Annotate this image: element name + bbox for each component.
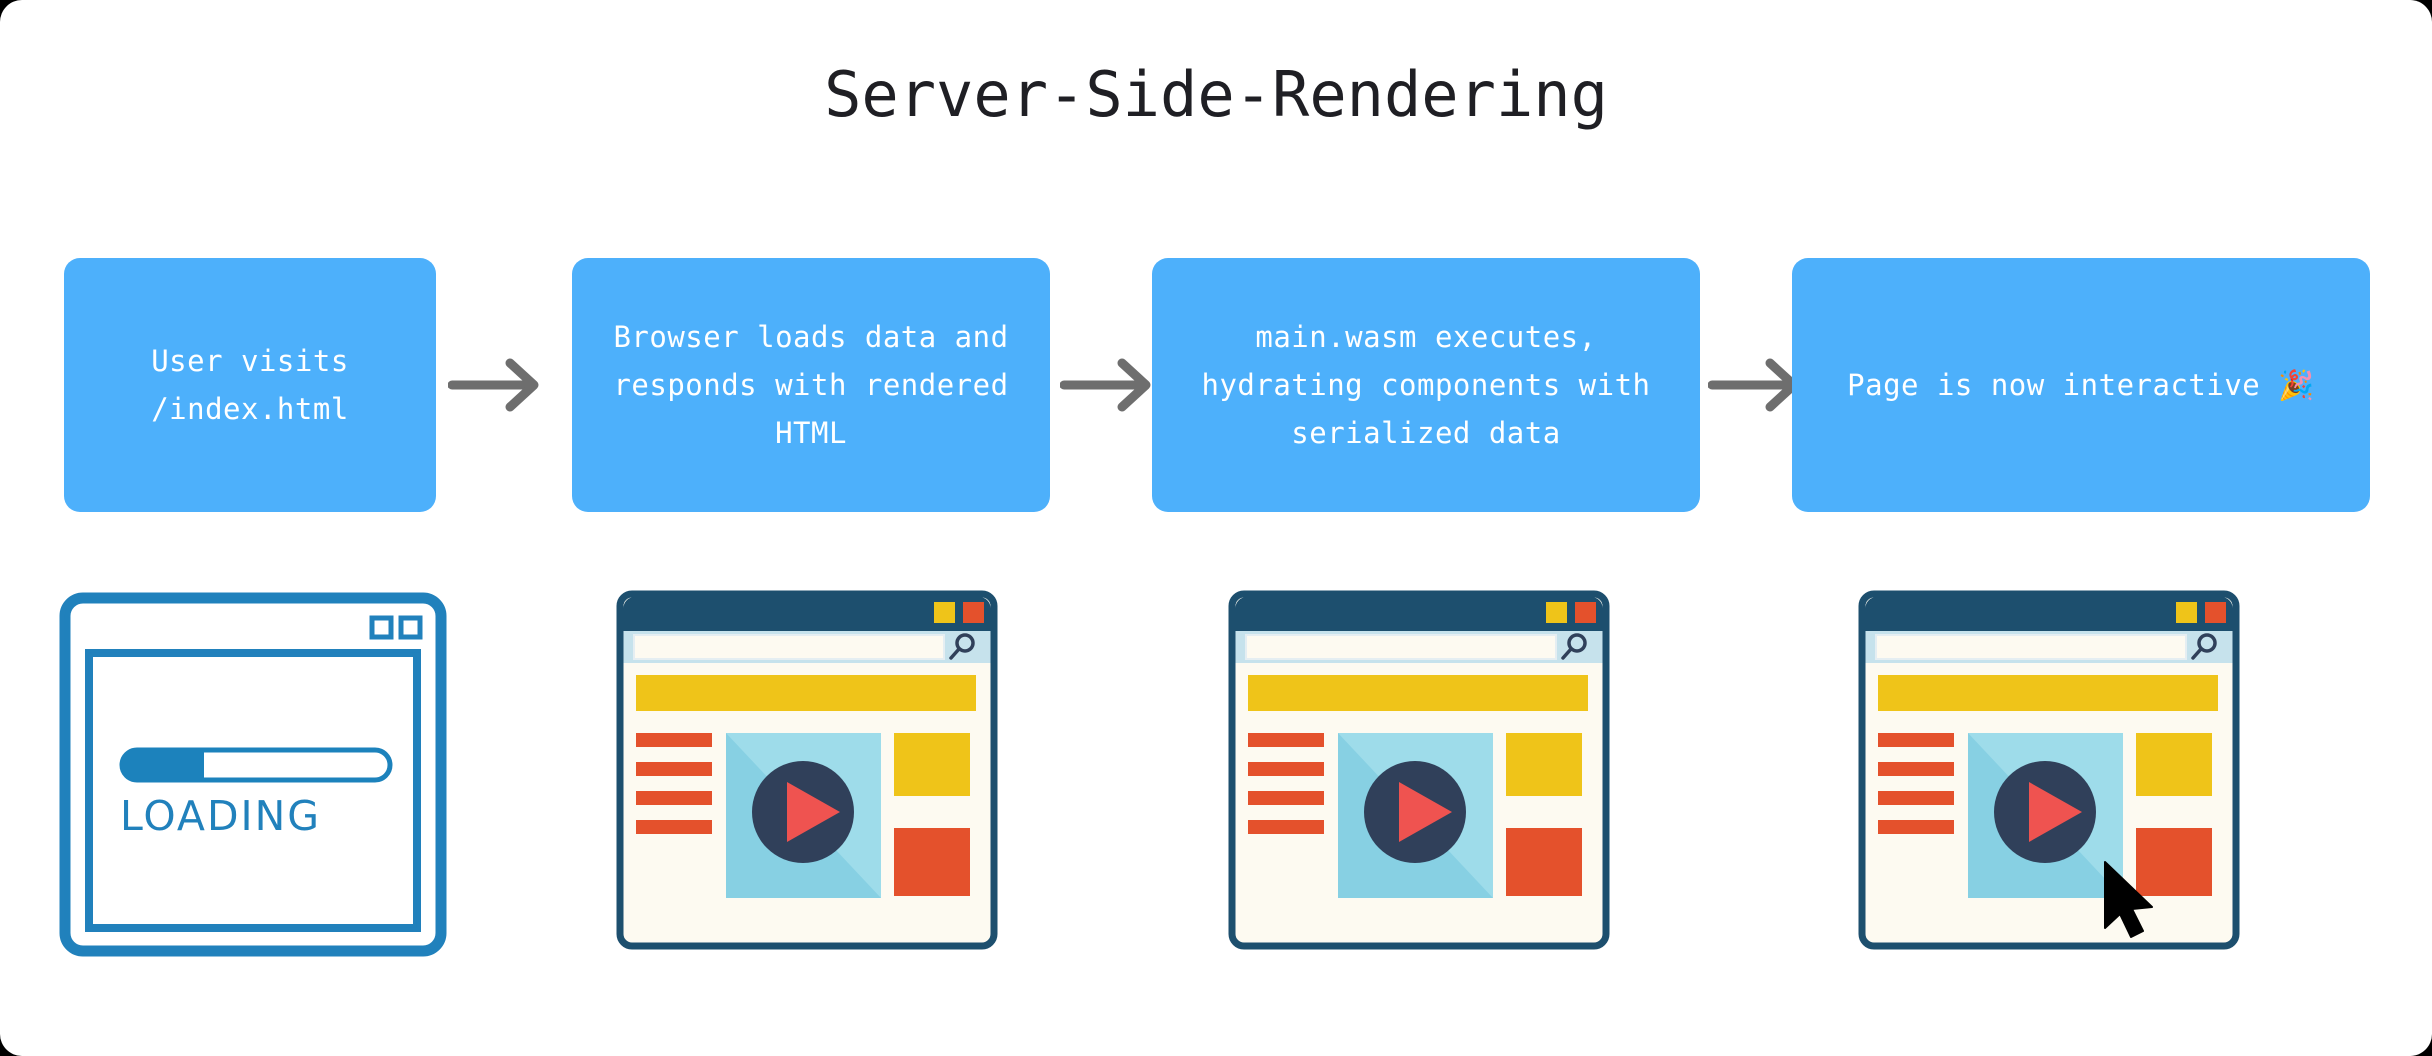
arrow-right-icon: [447, 356, 544, 414]
flow-step-1[interactable]: User visits /index.html: [64, 258, 436, 512]
side-block-yellow: [894, 733, 970, 796]
banner-block: [1878, 675, 2218, 711]
play-triangle: [787, 782, 840, 842]
titlebar-button-yellow: [1546, 602, 1567, 623]
loading-browser-illustration: LOADING: [56, 590, 450, 960]
list-bars: [636, 733, 712, 834]
loading-label: LOADING: [120, 792, 321, 840]
side-block-orange: [2136, 828, 2212, 896]
titlebar-button-red: [2205, 602, 2226, 623]
magnifier-icon: [949, 633, 975, 660]
titlebar-button-red: [963, 602, 984, 623]
magnifier-icon: [2191, 633, 2217, 660]
magnifier-icon: [1561, 633, 1587, 660]
flow-step-3[interactable]: main.wasm executes, hydrating components…: [1152, 258, 1700, 512]
browser-mockup-illustration-3: [1228, 590, 1610, 950]
play-triangle: [1399, 782, 1452, 842]
browser-mockup-illustration-2: [616, 590, 998, 950]
arrow-right-icon: [1059, 356, 1156, 414]
arrow-right-icon: [1707, 356, 1804, 414]
side-block-yellow: [2136, 733, 2212, 796]
titlebar-button-yellow: [2176, 602, 2197, 623]
flow-step-2[interactable]: Browser loads data and responds with ren…: [572, 258, 1050, 512]
flow-step-4[interactable]: Page is now interactive 🎉: [1792, 258, 2370, 512]
banner-block: [636, 675, 976, 711]
flow-step-1-label: User visits /index.html: [151, 344, 349, 426]
list-bars: [1878, 733, 1954, 834]
side-block-yellow: [1506, 733, 1582, 796]
flow-step-4-label: Page is now interactive 🎉: [1847, 368, 2315, 402]
list-bars: [1248, 733, 1324, 834]
banner-block: [1248, 675, 1588, 711]
titlebar-button-red: [1575, 602, 1596, 623]
page-title: Server-Side-Rendering: [824, 58, 1608, 131]
side-block-orange: [1506, 828, 1582, 896]
flow-step-2-label: Browser loads data and responds with ren…: [613, 320, 1009, 450]
titlebar-button-yellow: [934, 602, 955, 623]
side-block-orange: [894, 828, 970, 896]
browser-mockup-illustration-4: [1858, 590, 2240, 950]
mouse-pointer-icon: [2104, 861, 2153, 938]
flow-step-3-label: main.wasm executes, hydrating components…: [1201, 320, 1651, 450]
illustration-row: LOADING: [0, 590, 2432, 970]
play-triangle: [2029, 782, 2082, 842]
flow-diagram-row: User visits /index.html Browser loads da…: [0, 258, 2432, 514]
